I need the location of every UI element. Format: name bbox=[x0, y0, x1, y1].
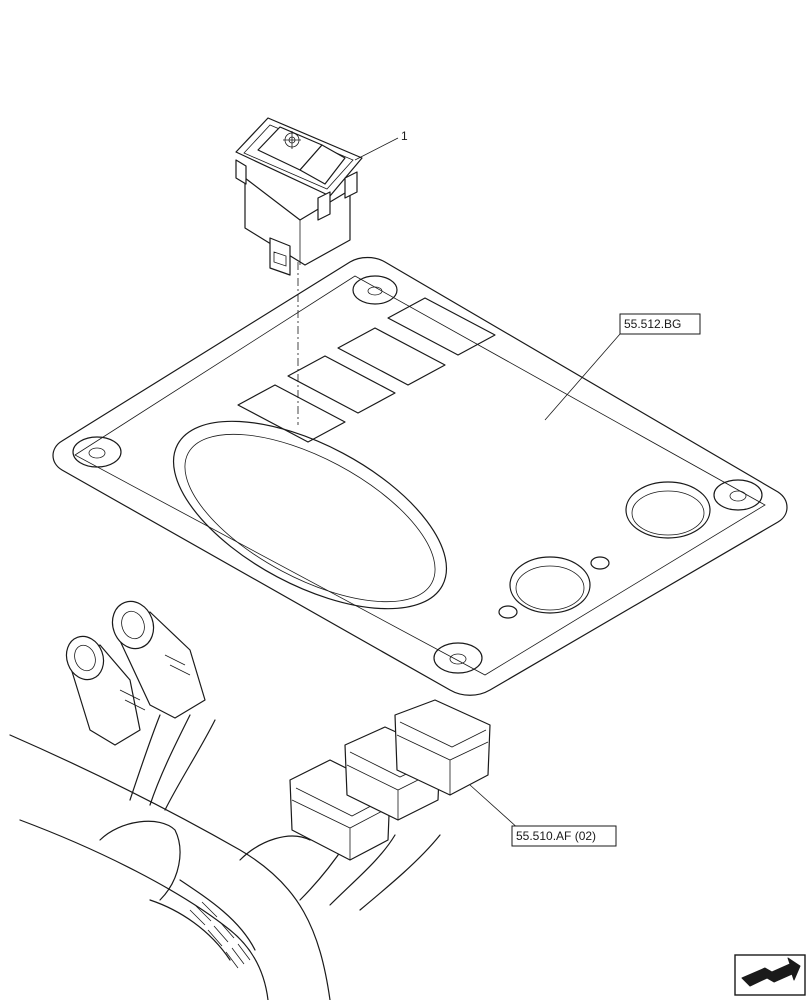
leader-panel-ref bbox=[544, 333, 621, 421]
switch-panel-plate bbox=[52, 256, 788, 696]
rocker-switch bbox=[235, 117, 363, 276]
connector-ref-box[interactable] bbox=[511, 825, 617, 847]
item-number-1: 1 bbox=[401, 129, 408, 143]
next-page-arrow-icon[interactable] bbox=[734, 954, 806, 996]
round-connector-pair bbox=[65, 600, 206, 746]
wiring-harness bbox=[9, 714, 441, 1000]
connector-block-3 bbox=[394, 699, 491, 796]
leader-connector-ref bbox=[469, 784, 521, 831]
panel-ref-label[interactable]: 55.512.BG bbox=[624, 317, 681, 331]
panel-ref-box[interactable] bbox=[619, 313, 701, 335]
leader-item-1 bbox=[354, 137, 399, 161]
connector-ref-label[interactable]: 55.510.AF (02) bbox=[516, 829, 596, 843]
